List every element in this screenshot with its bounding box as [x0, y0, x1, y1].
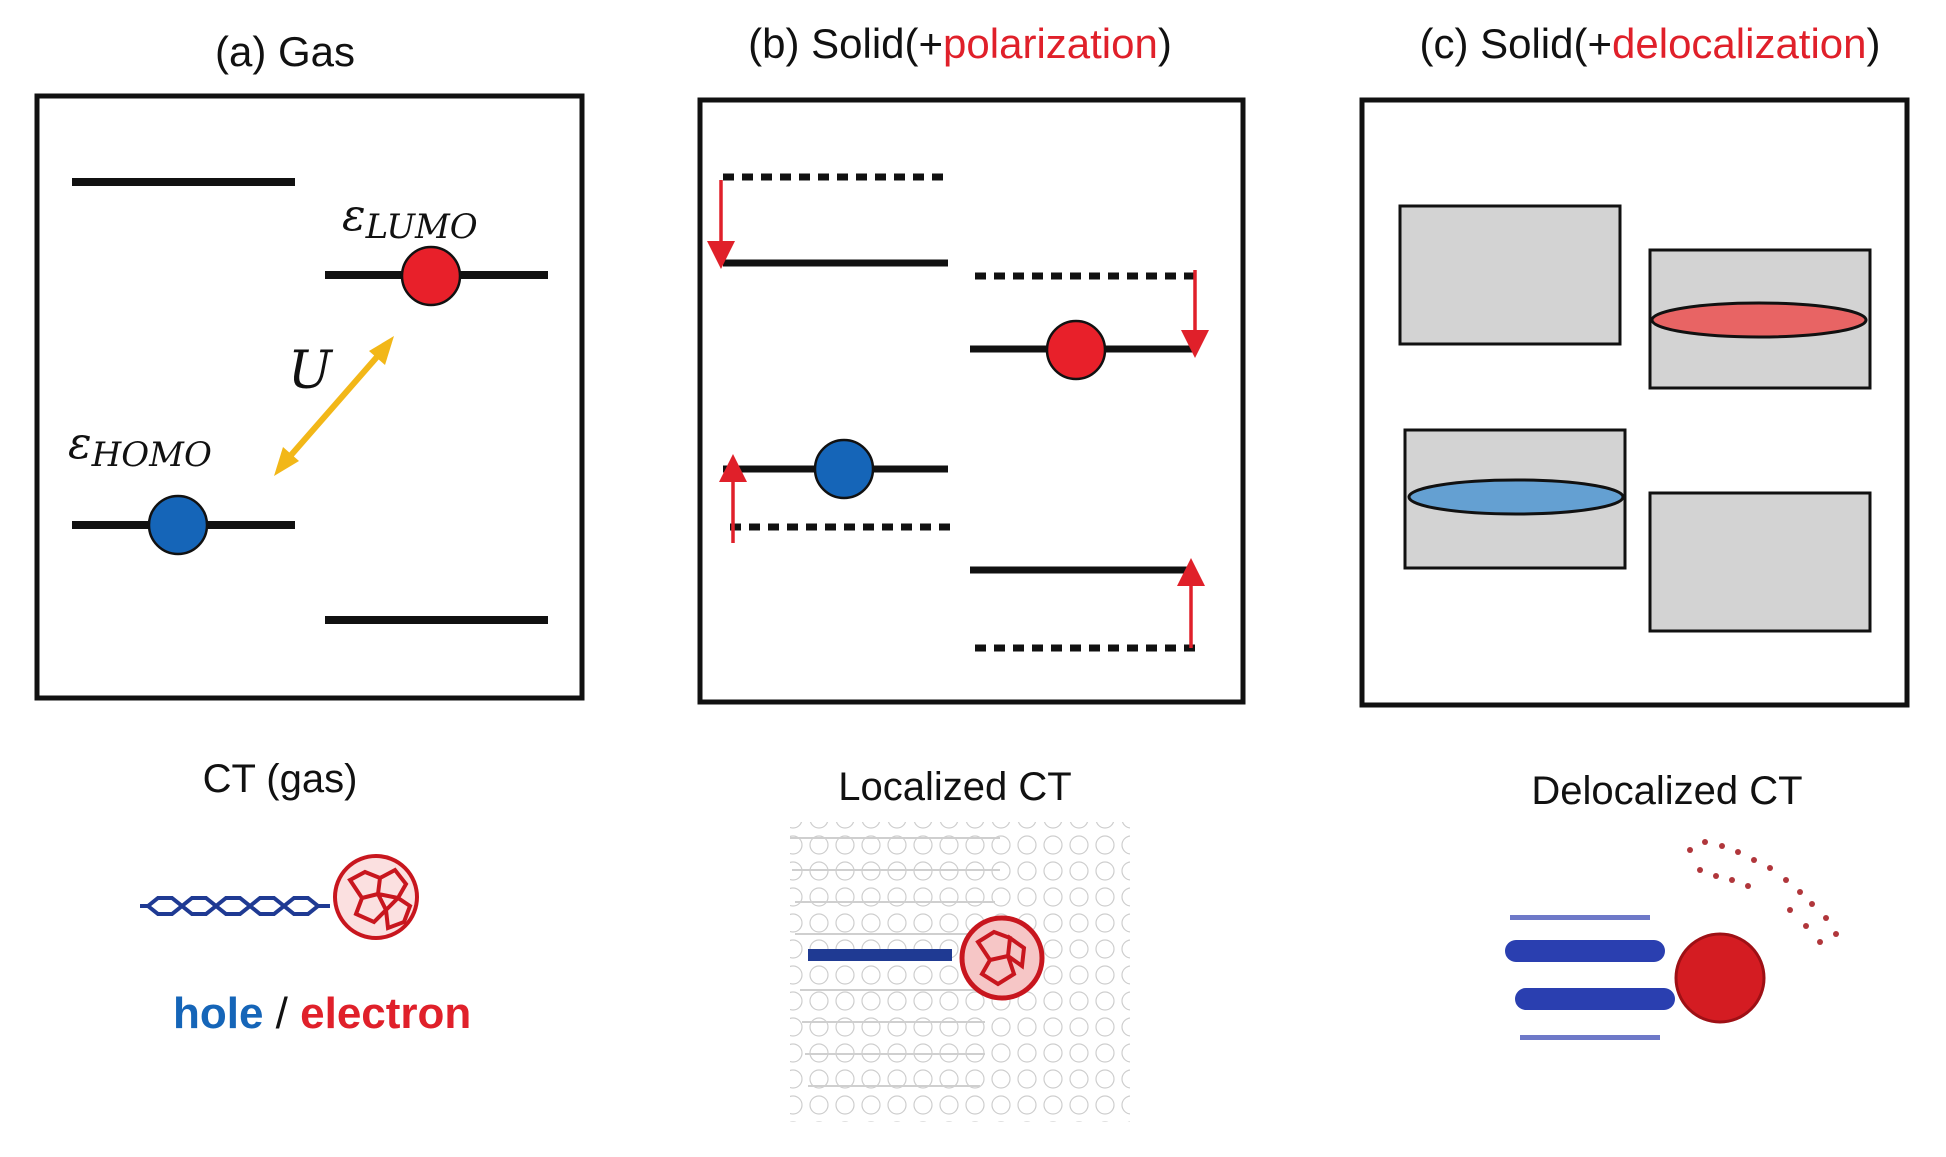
electron-dot — [400, 245, 462, 307]
donor-molecule-icon — [140, 896, 330, 916]
gas-ct-molecule-illustration — [140, 854, 419, 940]
caption-delocalized-ct: Delocalized CT — [1531, 769, 1802, 813]
hole-dot — [147, 494, 209, 556]
panel-c-title: (c) Solid(+delocalization) — [1419, 20, 1880, 67]
homo-label: εHOMO — [68, 418, 212, 475]
localized-ct-illustration — [790, 822, 1130, 1122]
panel-c-frame — [1359, 97, 1910, 708]
delocalized-hole — [1407, 478, 1625, 516]
acceptor-lower-band — [1648, 491, 1872, 633]
fullerene-molecule-icon — [959, 915, 1045, 1001]
panel-b-frame — [697, 97, 1246, 705]
legend: hole / electron — [173, 989, 471, 1038]
fullerene-molecule-icon — [1674, 932, 1766, 1024]
panel-a-title: (a) Gas — [215, 28, 355, 75]
coulomb-u-label: U — [288, 341, 334, 401]
fullerene-molecule-icon — [333, 854, 419, 940]
delocalized-ct-illustration — [1505, 839, 1839, 1040]
panel-b: (b) Solid(+polarization) — [697, 20, 1246, 705]
electron-dot — [1045, 319, 1107, 381]
delocalized-electron — [1650, 301, 1868, 339]
panel-c: (c) Solid(+delocalization) — [1359, 20, 1910, 708]
lumo-label: εLUMO — [342, 190, 478, 247]
hole-dot — [813, 438, 875, 500]
panel-a-frame — [34, 93, 585, 701]
caption-localized-ct: Localized CT — [838, 765, 1071, 809]
panel-b-title: (b) Solid(+polarization) — [748, 20, 1172, 67]
coulomb-double-arrow — [274, 336, 394, 476]
caption-ct-gas: CT (gas) — [203, 757, 358, 801]
donor-upper-band — [1398, 204, 1622, 346]
panel-a: (a) Gas εLUMO εHOMO U — [34, 28, 585, 701]
donor-stack-icon — [1505, 940, 1675, 1010]
